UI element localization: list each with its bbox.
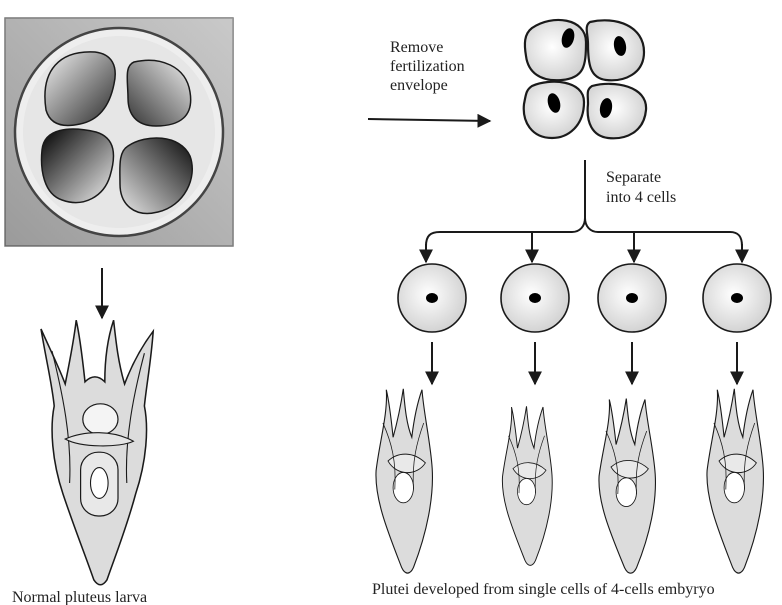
- normal-larva-caption: Normal pluteus larva: [12, 589, 147, 605]
- separate-line-2: into 4 cells: [606, 189, 676, 206]
- normal-pluteus-larva: [41, 320, 153, 585]
- isolated-cells: [398, 264, 771, 332]
- arrow-icon: [368, 119, 490, 121]
- four-cell-embryo: [524, 20, 646, 138]
- isolated-cell-icon: [501, 264, 569, 332]
- pluteus-larva-icon: [502, 406, 552, 565]
- pluteus-larva-icon: [376, 389, 433, 573]
- isolated-cell-icon: [703, 264, 771, 332]
- remove-envelope-label: Remove fertilization envelope: [390, 39, 465, 94]
- separate-line-1: Separate: [606, 169, 661, 186]
- remove-line-1: Remove: [390, 39, 443, 56]
- pluteus-larva-icon: [599, 399, 656, 574]
- fertilized-embryo-figure: [5, 18, 233, 246]
- pluteus-larva-icon: [707, 389, 764, 573]
- isolated-cell-icon: [398, 264, 466, 332]
- isolated-cell-icon: [598, 264, 666, 332]
- remove-line-2: fertilization: [390, 58, 465, 75]
- separation-bracket: [426, 160, 742, 262]
- plutei-caption: Plutei developed from single cells of 4-…: [372, 581, 715, 598]
- remove-line-3: envelope: [390, 77, 448, 94]
